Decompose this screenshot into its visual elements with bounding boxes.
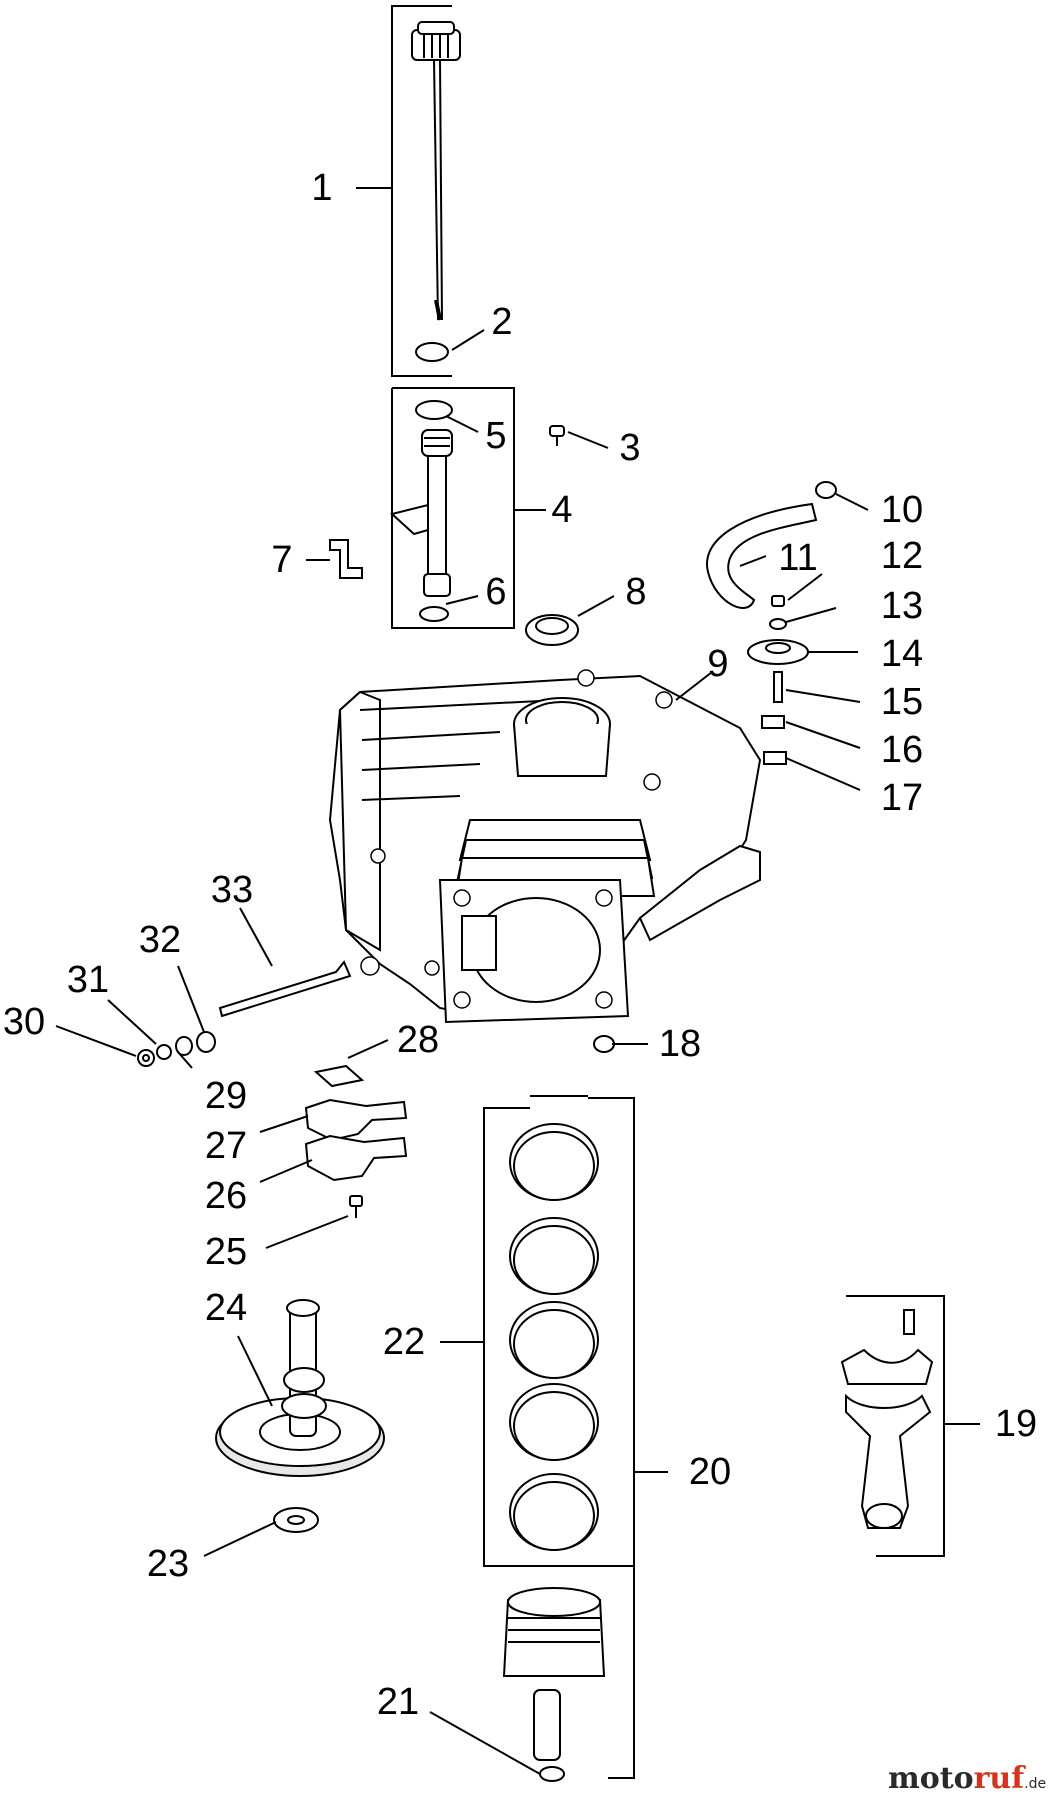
callout-4: 4 [551,489,572,531]
crankcase [328,669,762,1024]
connecting-rod-group [840,1295,945,1557]
watermark-tld: .de [1024,1776,1046,1792]
callout-28: 28 [397,1019,439,1061]
callout-20: 20 [689,1451,731,1493]
callout-21: 21 [377,1681,419,1723]
part-3-screw [549,425,565,446]
callout-13: 13 [881,585,923,627]
callout-16: 16 [881,729,923,771]
piston-group [483,1095,635,1782]
leader-lines [55,187,980,1775]
callout-11: 11 [778,537,817,579]
callout-8: 8 [625,571,646,613]
callout-26: 26 [205,1175,247,1217]
callout-10: 10 [881,489,923,531]
callout-3: 3 [619,427,640,469]
callout-12: 12 [881,535,923,577]
part-18-plug [593,1035,615,1053]
dipstick-group [391,5,461,377]
callout-2: 2 [491,301,512,343]
callout-6: 6 [485,571,506,613]
callout-5: 5 [485,415,506,457]
callout-31: 31 [67,959,109,1001]
callout-23: 23 [147,1543,189,1585]
callout-30: 30 [3,1001,45,1043]
watermark-moto: moto [888,1761,974,1796]
camshaft [215,1299,385,1477]
callout-15: 15 [881,681,923,723]
callout-33: 33 [211,869,253,911]
governor-parts [304,1064,408,1218]
callout-17: 17 [881,777,923,819]
watermark-logo: motoruf.de [888,1761,1046,1796]
callout-27: 27 [205,1125,247,1167]
callout-9: 9 [707,643,728,685]
breather-parts [706,481,837,765]
callout-labels: 1 2 3 4 5 6 7 8 9 10 11 12 13 14 15 16 1… [3,167,1037,1723]
callout-24: 24 [205,1287,247,1329]
callout-7: 7 [271,539,292,581]
dipstick-tube-group [389,387,515,629]
svg-text:motoruf.de: motoruf.de [888,1761,1046,1796]
part-8-seal [525,614,579,646]
callout-25: 25 [205,1231,247,1273]
part-23-washer [273,1507,319,1533]
governor-shaft-parts [137,960,352,1067]
callout-32: 32 [139,919,181,961]
watermark-ruf: ruf [974,1761,1027,1796]
callout-19: 19 [995,1403,1037,1445]
callout-22: 22 [383,1321,425,1363]
callout-29: 29 [205,1075,247,1117]
callout-18: 18 [659,1023,701,1065]
part-7-bracket [329,539,363,579]
callout-14: 14 [881,633,923,675]
callout-1: 1 [311,167,332,209]
